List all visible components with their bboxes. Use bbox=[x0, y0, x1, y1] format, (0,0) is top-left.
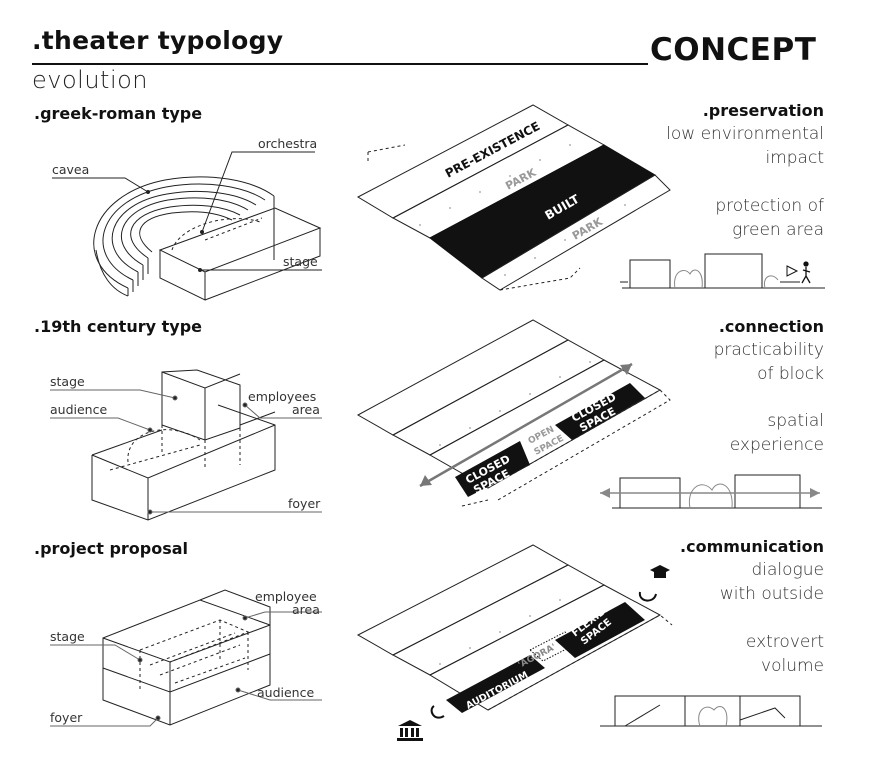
nineteenth-century-title: .19th century type bbox=[34, 317, 202, 336]
communication-diagram: AUDITORIUM 'AGORA' FLEXIBLE SPACE bbox=[356, 544, 673, 713]
label-19th-foyer: foyer bbox=[288, 496, 321, 511]
preservation-line-4: green area bbox=[732, 220, 824, 240]
connection-line-1: practicability bbox=[713, 340, 824, 360]
page-title: .theater typology bbox=[32, 26, 284, 55]
project-proposal-hidden bbox=[139, 619, 250, 690]
label-19th-stage: stage bbox=[50, 374, 85, 389]
label-19th-audience: audience bbox=[50, 402, 107, 417]
project-proposal-title: .project proposal bbox=[34, 539, 189, 558]
communication-line-3: extrovert bbox=[745, 632, 824, 652]
connection-title: .connection bbox=[718, 317, 824, 336]
communication-title: .communication bbox=[680, 537, 824, 556]
connection-diagram: CLOSED SPACE OPEN SPACE CLOSED SPACE bbox=[356, 319, 671, 507]
connection-line-3: spatial bbox=[767, 411, 824, 431]
concept-heading: CONCEPT bbox=[650, 32, 817, 68]
project-proposal-diagram bbox=[102, 589, 271, 726]
greek-roman-diagram bbox=[52, 151, 322, 301]
label-orchestra: orchestra bbox=[258, 136, 317, 151]
connection-line-2: of block bbox=[757, 364, 824, 384]
person-walking-icon bbox=[786, 261, 811, 284]
communication-line-2: with outside bbox=[719, 584, 824, 604]
preservation-title: .preservation bbox=[702, 101, 824, 120]
connection-line-4: experience bbox=[729, 435, 824, 455]
nineteenth-century-diagram bbox=[91, 369, 276, 521]
preservation-line-1: low environmental bbox=[666, 124, 824, 144]
page-subtitle: evolution bbox=[32, 66, 149, 94]
connection-elevation bbox=[612, 474, 822, 509]
communication-elevation bbox=[600, 695, 822, 727]
preservation-elevation bbox=[620, 253, 825, 289]
double-arrow bbox=[600, 488, 820, 498]
greek-roman-title: .greek-roman type bbox=[34, 104, 203, 123]
museum-icon bbox=[397, 720, 423, 741]
preservation-line-2: impact bbox=[765, 148, 824, 168]
preservation-diagram: PRE-EXISTENCE PARK BUILT PARK bbox=[356, 104, 671, 291]
communication-line-1: dialogue bbox=[751, 560, 825, 580]
label-employees-line1: employees bbox=[248, 389, 316, 404]
label-employee-line2: area bbox=[292, 602, 320, 617]
title-rule bbox=[32, 63, 648, 65]
label-proposal-stage: stage bbox=[50, 629, 85, 644]
communication-line-4: volume bbox=[761, 656, 824, 676]
label-proposal-audience: audience bbox=[257, 685, 314, 700]
graduation-cap-icon bbox=[650, 565, 670, 578]
label-cavea: cavea bbox=[52, 162, 89, 177]
label-greek-stage: stage bbox=[283, 254, 318, 269]
label-proposal-foyer: foyer bbox=[50, 710, 83, 725]
label-employee-line1: employee bbox=[255, 589, 317, 604]
magnet-icon bbox=[430, 591, 657, 719]
preservation-line-3: protection of bbox=[715, 196, 824, 216]
label-employees-line2: area bbox=[292, 402, 320, 417]
